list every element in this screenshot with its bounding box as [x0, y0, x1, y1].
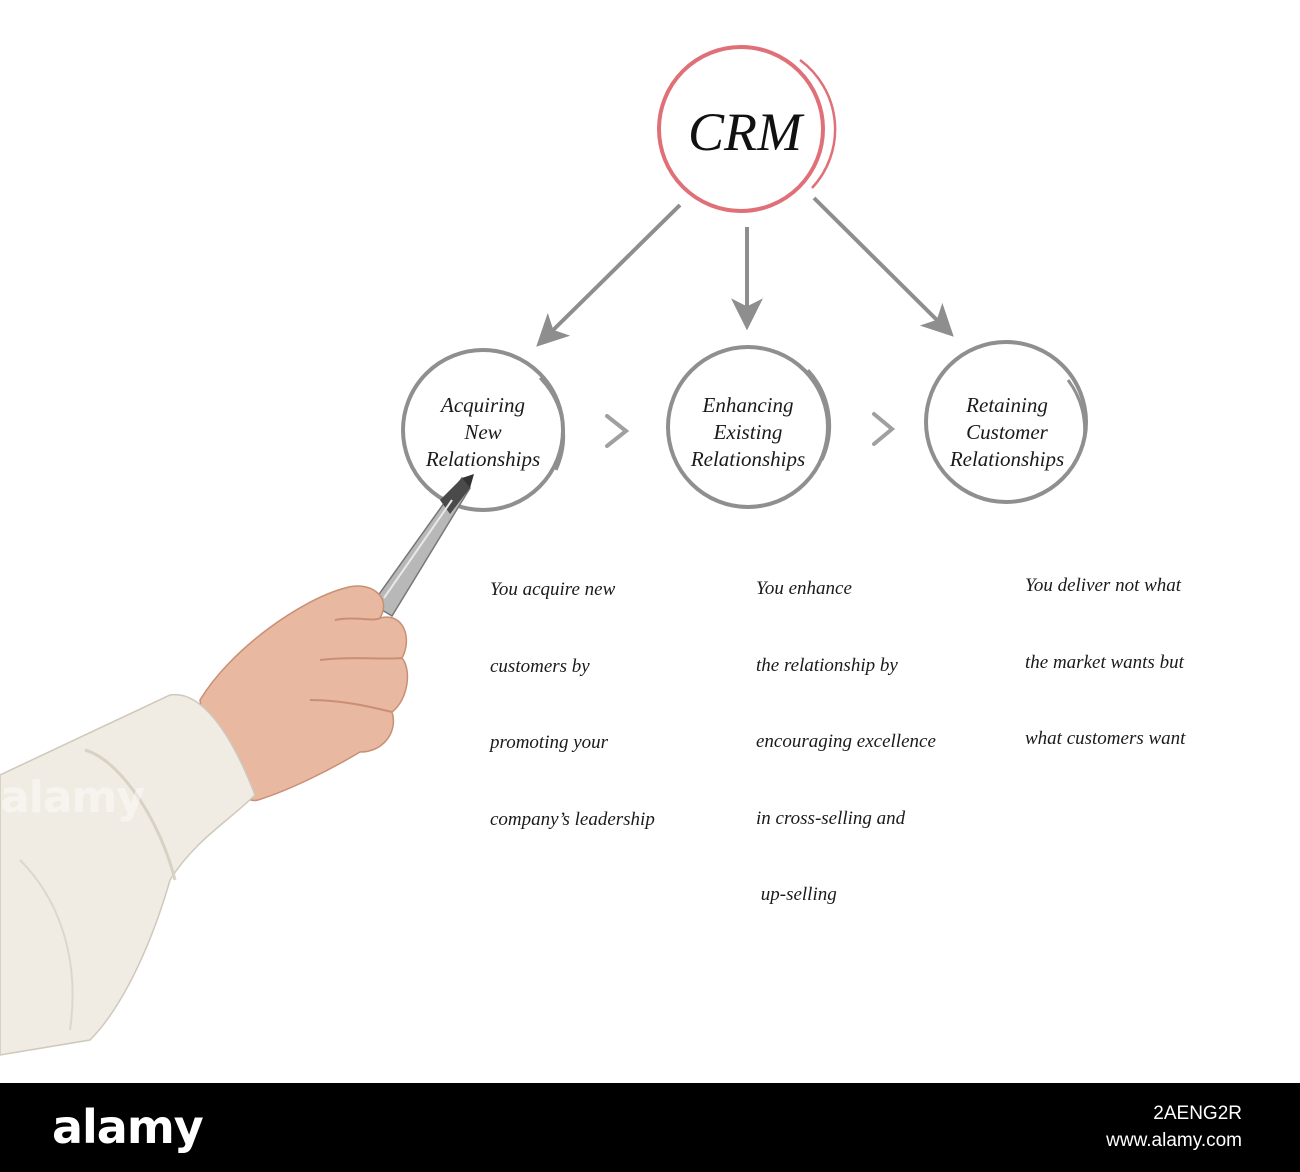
root-circle-stroke-accent — [799, 58, 837, 189]
description-enhancing: You enhance the relationship by encourag… — [756, 525, 936, 959]
node-label-line: Enhancing — [702, 393, 794, 417]
node-label-line: Acquiring — [441, 393, 525, 417]
site-url: www.alamy.com — [1106, 1130, 1242, 1151]
image-id: 2AENG2R — [1153, 1103, 1242, 1124]
arrow-to-retaining — [812, 196, 954, 337]
description-line: You deliver not what — [1025, 575, 1182, 596]
node-acquiring-label: Acquiring New Relationships — [403, 392, 563, 473]
retaining-circle-accent — [1066, 379, 1087, 441]
node-enhancing-label: Enhancing Existing Relationships — [668, 392, 828, 473]
node-label-line: Relationships — [690, 447, 806, 471]
root-circle — [657, 45, 825, 213]
description-retaining: You deliver not what the market wants bu… — [1025, 522, 1185, 803]
node-label-line: Relationships — [425, 447, 541, 471]
description-line: what customers want — [1025, 728, 1186, 749]
description-line: customers by — [490, 655, 590, 677]
chevron-right-icon — [605, 414, 630, 448]
description-line: promoting your — [490, 732, 609, 753]
retaining-circle — [924, 340, 1088, 504]
hand-with-pen-image — [0, 474, 474, 1056]
node-label-line: Retaining — [966, 393, 1048, 417]
node-label-line: Relationships — [949, 447, 1065, 471]
brand-logo: alamy — [52, 1100, 204, 1154]
enhancing-circle — [666, 345, 830, 509]
description-acquiring: You acquire new customers by promoting y… — [490, 526, 655, 883]
description-line: company’s leadership — [490, 808, 655, 830]
description-line: the market wants but — [1025, 651, 1184, 673]
chevron-right-icon — [872, 412, 896, 446]
description-line: up-selling — [756, 884, 837, 905]
description-line: in cross-selling and — [756, 807, 906, 829]
description-line: the relationship by — [756, 654, 898, 676]
arrow-to-acquiring — [536, 203, 682, 347]
node-label-line: Customer — [966, 420, 1048, 444]
watermark: alamy — [0, 772, 145, 823]
description-line: encouraging excellence — [756, 731, 936, 752]
description-line: You acquire new — [490, 579, 616, 600]
node-retaining-label: Retaining Customer Relationships — [927, 392, 1087, 473]
footer-bar — [0, 1083, 1300, 1172]
node-label-line: Existing — [713, 420, 783, 444]
root-node-label: CRM — [688, 102, 802, 162]
node-label-line: New — [464, 420, 502, 444]
enhancing-circle-accent — [806, 368, 832, 461]
description-line: You enhance — [756, 578, 852, 599]
acquiring-circle-accent — [538, 376, 566, 471]
